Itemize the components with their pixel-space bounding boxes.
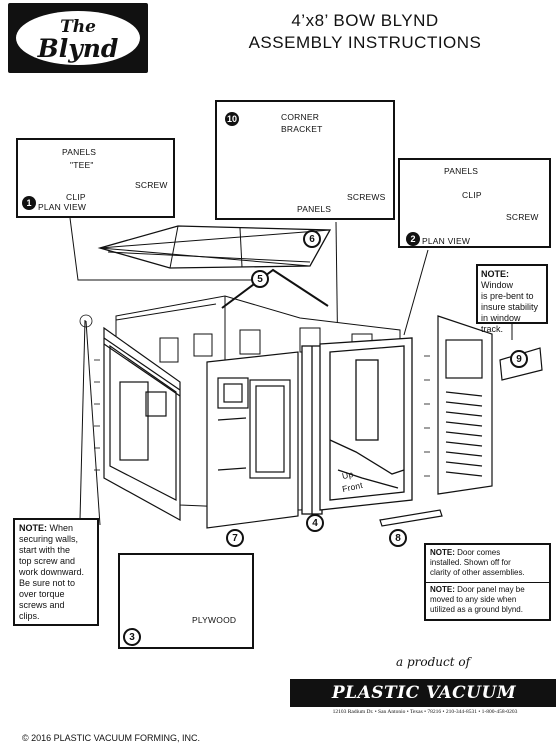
step10-label-bracket: BRACKET bbox=[281, 124, 323, 134]
note-door-panel-head: NOTE: bbox=[430, 585, 455, 594]
note-window: NOTE: Window is pre-bent to insure stabi… bbox=[476, 264, 548, 334]
step5-badge: 5 bbox=[251, 270, 269, 288]
note-door-panel-line1: Door panel may be bbox=[454, 585, 525, 594]
note-walls-line1: When bbox=[47, 523, 74, 533]
step2-label-clip: CLIP bbox=[462, 190, 482, 200]
step2-label-panels: PANELS bbox=[444, 166, 479, 176]
step2-badge: 2 bbox=[406, 232, 420, 246]
note-door: NOTE: Door comes installed. Shown off fo… bbox=[424, 543, 551, 621]
leader-note-corner bbox=[85, 320, 101, 526]
step6-badge: 6 bbox=[303, 230, 321, 248]
step1-label-tee: "TEE" bbox=[70, 160, 94, 170]
loose-door-panel bbox=[437, 315, 493, 495]
note-door-head: NOTE: bbox=[430, 548, 455, 557]
roof bbox=[97, 225, 332, 269]
leader-step1 bbox=[69, 217, 268, 281]
door-frame bbox=[319, 337, 413, 511]
copyright: © 2016 PLASTIC VACUUM FORMING, INC. bbox=[22, 733, 200, 743]
note-window-line4: in window bbox=[481, 313, 521, 323]
note-walls: NOTE: When securing walls, start with th… bbox=[13, 518, 99, 626]
leader-step2 bbox=[403, 249, 429, 336]
step3-badge: 3 bbox=[123, 628, 141, 646]
step4-badge: 4 bbox=[306, 514, 324, 532]
step1-badge: 1 bbox=[22, 196, 36, 210]
logo-line2: Blynd bbox=[37, 34, 119, 63]
screw-markers bbox=[79, 314, 430, 477]
note-window-head: NOTE: bbox=[481, 269, 509, 279]
step1-label-screw: SCREW bbox=[135, 180, 168, 190]
logo-oval: The Blynd bbox=[16, 11, 140, 65]
note-door-line1: Door comes bbox=[454, 548, 501, 557]
note-walls-line7: over torque bbox=[19, 589, 65, 599]
the-blynd-logo: The Blynd bbox=[8, 3, 148, 73]
logo-line1: The bbox=[60, 17, 96, 37]
step7-badge: 7 bbox=[226, 529, 244, 547]
floor-track bbox=[379, 509, 443, 527]
step1-panel: PANELS "TEE" CLIP SCREW 1 PLAN VIEW bbox=[16, 138, 175, 218]
step1-label-clip: CLIP bbox=[66, 192, 86, 202]
step10-label-screws: SCREWS bbox=[347, 192, 386, 202]
page-title: 4’x8’ BOW BLYND ASSEMBLY INSTRUCTIONS bbox=[190, 10, 540, 54]
company-address: 12103 Radium Dr. • San Antonio • Texas •… bbox=[332, 709, 518, 715]
front-window-panel bbox=[206, 351, 299, 529]
step3-panel: PLYWOOD bbox=[118, 553, 254, 649]
note-walls-line3: start with the bbox=[19, 545, 71, 555]
note-walls-line4: top screw and bbox=[19, 556, 76, 566]
note-walls-head: NOTE: bbox=[19, 523, 47, 533]
step2-label-screw: SCREW bbox=[506, 212, 539, 222]
note-door-panel-line3: utilized as a ground blynd. bbox=[430, 605, 523, 614]
company-logo: PLASTIC VACUUM FORMING,INC. bbox=[290, 679, 556, 731]
leader-note-walls bbox=[79, 319, 86, 521]
corner-post bbox=[301, 345, 323, 515]
note-walls-line5: work downward. bbox=[19, 567, 85, 577]
note-window-line3: insure stability bbox=[481, 302, 539, 312]
step10-label-panels: PANELS bbox=[297, 204, 332, 214]
step8-badge: 8 bbox=[389, 529, 407, 547]
step3-label-plywood: PLYWOOD bbox=[192, 615, 237, 625]
note-walls-line9: clips. bbox=[19, 611, 40, 621]
step10-label-corner: CORNER bbox=[281, 112, 320, 122]
note-window-line2: is pre-bent to bbox=[481, 291, 534, 301]
note-door-panel-line2: moved to any side when bbox=[430, 595, 517, 604]
note-door-line3: clarity of other assemblies. bbox=[430, 568, 525, 577]
step10-panel: 10 CORNER BRACKET PANELS SCREWS bbox=[215, 100, 395, 220]
note-walls-line6: Be sure not to bbox=[19, 578, 76, 588]
note-walls-line8: screws and bbox=[19, 600, 65, 610]
step1-label-view: PLAN VIEW bbox=[38, 202, 87, 212]
step10-badge: 10 bbox=[225, 112, 239, 126]
step2-label-view: PLAN VIEW bbox=[422, 236, 471, 246]
note-window-line1: Window bbox=[481, 280, 514, 290]
note-walls-line2: securing walls, bbox=[19, 534, 79, 544]
note-window-line5: track. bbox=[481, 324, 504, 334]
step9-badge: 9 bbox=[510, 350, 528, 368]
note-door-line2: installed. Shown off for bbox=[430, 558, 511, 567]
title-line2: ASSEMBLY INSTRUCTIONS bbox=[248, 33, 482, 52]
step2-panel: PANELS CLIP SCREW 2 PLAN VIEW bbox=[398, 158, 551, 248]
step1-label-panels: PANELS bbox=[62, 147, 97, 157]
left-bow-panel bbox=[103, 326, 181, 522]
title-line1: 4’x8’ BOW BLYND bbox=[291, 11, 439, 30]
product-of-text: a product of bbox=[396, 655, 471, 669]
